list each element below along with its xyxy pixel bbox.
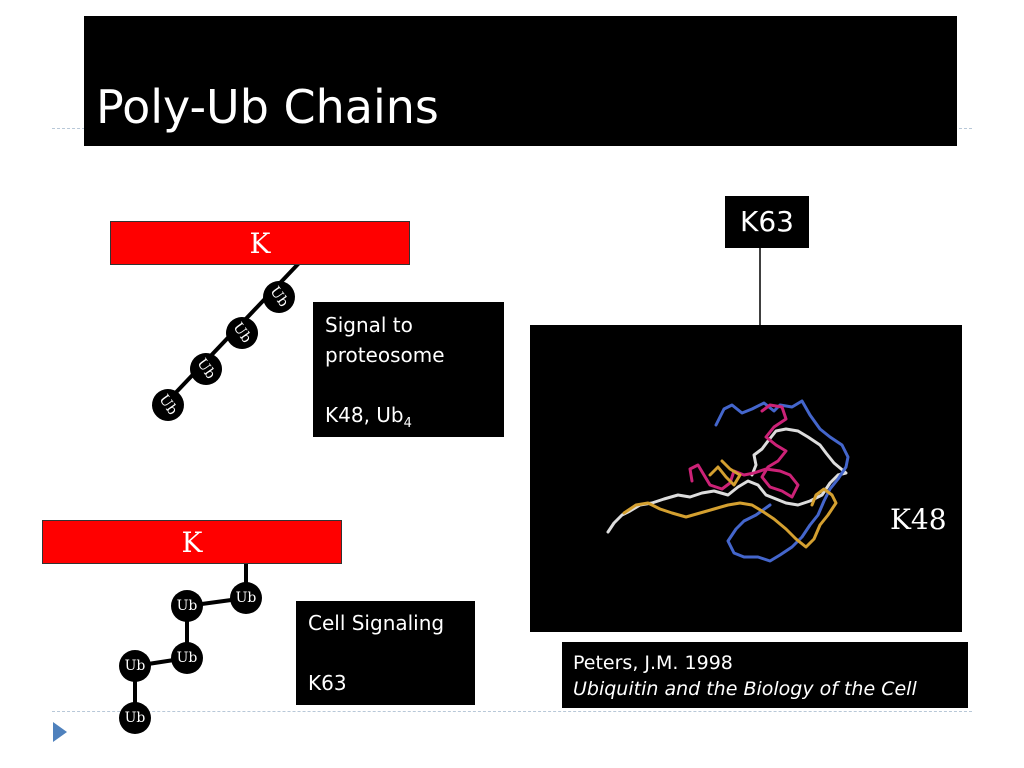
ub-circle: Ub — [230, 582, 262, 614]
title-bar: Poly-Ub Chains — [84, 16, 957, 146]
ub-circle: Ub — [171, 642, 203, 674]
ub-circle: Ub — [171, 590, 203, 622]
lysine-label: K — [181, 526, 203, 559]
slide-title: Poly-Ub Chains — [96, 80, 439, 134]
lysine-label: K — [249, 227, 271, 260]
citation-author: Peters, J.M. 1998 — [573, 652, 733, 674]
ub-circle: Ub — [119, 650, 151, 682]
citation-title: Ubiquitin and the Biology of the Cell — [573, 678, 917, 700]
k63-label: K63 — [740, 205, 794, 238]
info-line: K63 — [308, 671, 347, 695]
backbone-gold-2 — [708, 459, 742, 487]
info-line: K48, Ub4 — [325, 403, 412, 431]
info-line: proteosome — [325, 343, 445, 367]
ubiquitin-structure-image: K48 — [530, 325, 962, 632]
bullet-arrow-icon — [53, 722, 67, 742]
citation-box: Peters, J.M. 1998 Ubiquitin and the Biol… — [562, 642, 968, 708]
backbone-gold — [622, 487, 838, 549]
cell-signaling-info-box: Cell Signaling K63 — [296, 601, 475, 705]
protein-backbone-render — [606, 399, 850, 563]
info-line: Signal to — [325, 313, 413, 337]
proteosome-info-box: Signal to proteosome K48, Ub4 — [313, 302, 504, 437]
backbone-magenta — [688, 403, 800, 499]
backbone-white — [606, 427, 848, 534]
lysine-bar-k48: K — [110, 221, 410, 265]
k48-label: K48 — [890, 503, 947, 536]
lysine-bar-k63: K — [42, 520, 342, 564]
guide-line-bottom — [52, 711, 972, 712]
info-line: Cell Signaling — [308, 611, 445, 635]
ub-circle: Ub — [119, 702, 151, 734]
k63-label-box: K63 — [725, 196, 809, 248]
